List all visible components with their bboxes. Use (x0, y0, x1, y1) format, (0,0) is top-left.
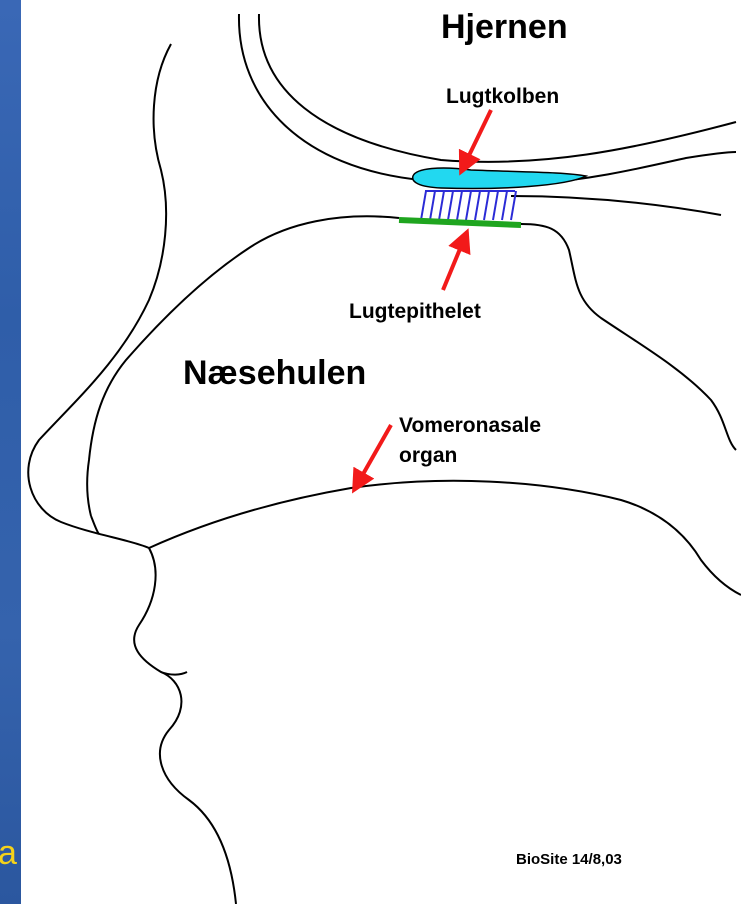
arrow-olfactory-epithelium (441, 228, 471, 291)
nasal-cavity-roof (86, 215, 400, 517)
sidebar-cut-text: a (0, 834, 17, 872)
label-vomeronasal-line2: organ (399, 444, 457, 467)
label-brain: Hjernen (441, 8, 568, 46)
olfactory-bulb-shape (411, 167, 589, 190)
nasal-cavity-posterior-wall (520, 223, 737, 451)
mouth-line (160, 671, 188, 676)
brain-outline-inner (257, 13, 737, 163)
arrow-vomeronasal-organ (352, 424, 393, 494)
head-cross-section-diagram: Hjernen Lugtkolben Lugtepithelet Næsehul… (27, 8, 741, 904)
arrow-olfactory-bulb (458, 109, 493, 176)
label-olfactory-epithelium: Lugtepithelet (349, 300, 481, 323)
cribriform-line (510, 195, 722, 216)
nostril-line (90, 515, 100, 535)
hard-palate (148, 479, 741, 596)
label-credit: BioSite 14/8,03 (516, 851, 622, 868)
olfactory-epithelium-band (398, 217, 522, 228)
diagram-canvas: Hjernen Lugtkolben Lugtepithelet Næsehul… (21, 0, 741, 904)
face-profile-lips-chin (133, 547, 237, 904)
label-nasal-cavity: Næsehulen (183, 354, 366, 392)
label-vomeronasal-line1: Vomeronasale (399, 414, 541, 437)
slide-sidebar: a (0, 0, 21, 904)
face-profile-forehead-nose (27, 43, 172, 549)
olfactory-nerve-fibers (420, 190, 517, 221)
label-olfactory-bulb: Lugtkolben (446, 85, 559, 108)
